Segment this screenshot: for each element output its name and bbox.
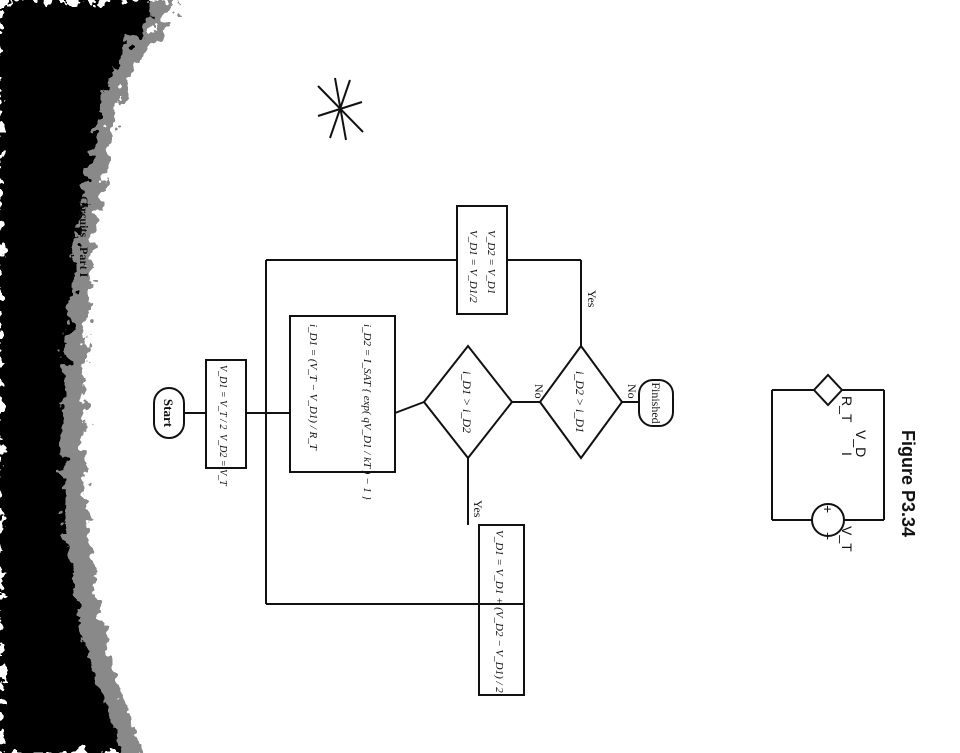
start-label: Start — [161, 399, 176, 428]
header-part: Part I — [77, 247, 91, 278]
init-vd2: V_D2 = V_T — [217, 434, 228, 487]
figure-caption: Figure P3.34 — [898, 430, 918, 537]
calc-id1: i_D1 = (V_T − V_D1) / R_T — [307, 324, 319, 451]
current-label: I — [839, 452, 855, 456]
diode-icon — [812, 373, 844, 407]
start-terminal: Start — [153, 387, 185, 439]
plus-sign: + — [820, 505, 836, 513]
update-box-yes1: V_D1 = V_D1 + (V_D2 − V_D1) / 2 — [478, 524, 525, 696]
finished-terminal: Finished — [638, 379, 674, 427]
update-yes2-line1: V_D2 = V_D1 — [485, 230, 497, 294]
yes-label-2: Yes — [585, 290, 599, 308]
source-label: V_T — [839, 526, 855, 552]
circuit-diagram: V_T R_T I V_D + − — [771, 373, 885, 552]
resistor-label: R_T — [839, 396, 855, 423]
decision-1-label: i_D1 > i_D2 — [460, 371, 474, 433]
minus-sign: − — [820, 532, 836, 540]
flow-connectors — [184, 259, 639, 605]
decision-1: i_D1 > i_D2 — [422, 344, 514, 460]
init-vd1: V_D1 = V_T / 2 — [217, 365, 228, 429]
finished-label: Finished — [649, 382, 663, 423]
update-box-yes2: V_D2 = V_D1 V_D1 = V_D1/2 — [456, 205, 508, 315]
yes-label-1: Yes — [471, 500, 485, 518]
no-label-1: No — [532, 384, 546, 399]
diode-voltage-label: V_D — [853, 430, 869, 457]
update-yes2-line2: V_D1 = V_D1/2 — [467, 230, 479, 303]
calc-box: i_D1 = (V_T − V_D1) / R_T i_D2 = I_SAT {… — [289, 315, 396, 500]
no-label-2: No — [625, 384, 639, 399]
header-chapter: Circuits — [77, 196, 91, 237]
decision-2: i_D2 > i_D1 — [538, 344, 624, 460]
decision-2-label: i_D2 > i_D1 — [573, 371, 587, 433]
init-box: V_D1 = V_T / 2 V_D2 = V_T — [205, 359, 247, 487]
calc-id2: i_D2 = I_SAT { exp( qV_D1 / kT ) − 1 } — [361, 324, 373, 500]
asterisk-annotation-icon — [317, 77, 364, 141]
update-yes1-label: V_D1 = V_D1 + (V_D2 − V_D1) / 2 — [493, 530, 505, 693]
voltage-source-icon — [811, 503, 845, 537]
